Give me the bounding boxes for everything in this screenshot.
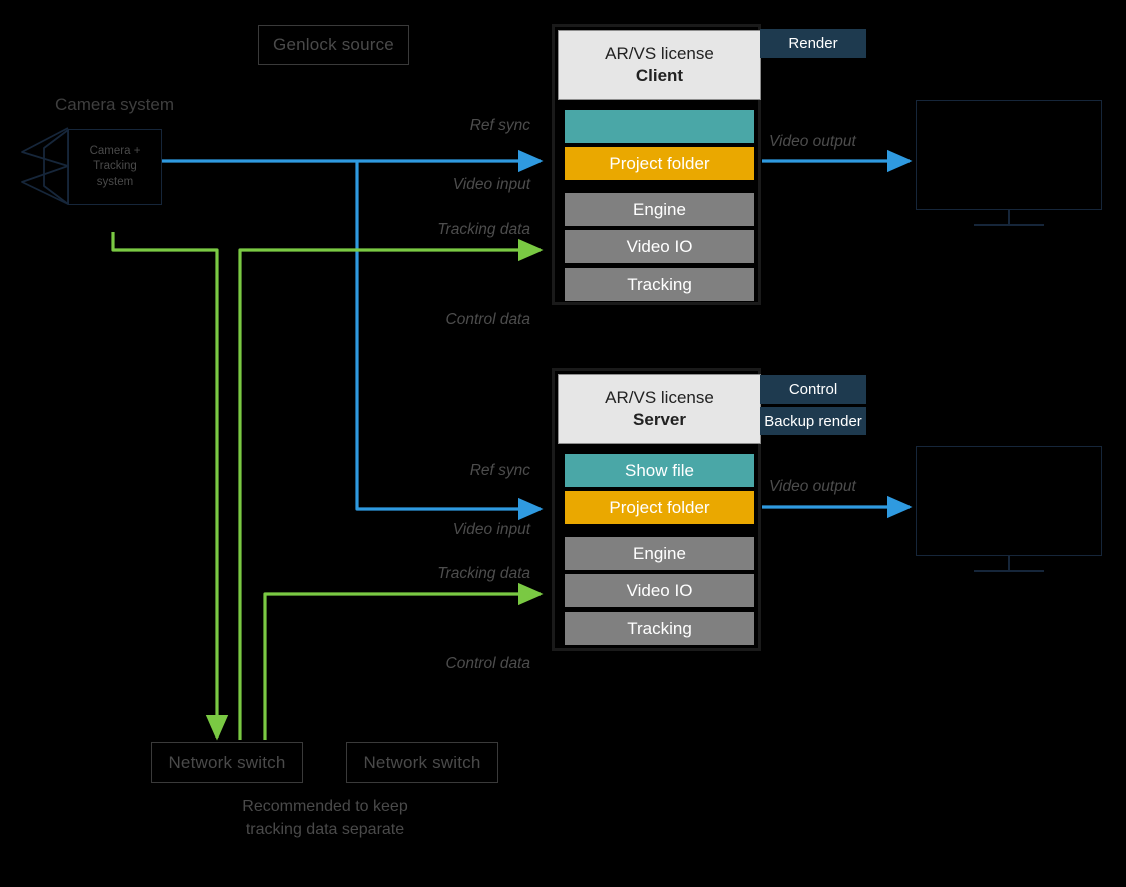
tracking-note: Recommended to keep tracking data separa… (190, 795, 460, 841)
label-server-tracking-data: Tracking data (437, 565, 530, 582)
client-monitor-stem (1008, 210, 1010, 226)
server-badge-control[interactable]: Control (760, 375, 866, 404)
server-row-video-io[interactable]: Video IO (565, 574, 754, 607)
client-unit: AR/VS license Client Project folder Engi… (552, 24, 761, 305)
genlock-source-box[interactable]: Genlock source (258, 25, 409, 65)
label-client-tracking-data: Tracking data (437, 221, 530, 238)
server-row-project-folder[interactable]: Project folder (565, 491, 754, 524)
server-row-tracking[interactable]: Tracking (565, 612, 754, 645)
camera-tracking-system-box: Camera + Tracking system (68, 129, 162, 205)
server-unit: AR/VS license Server Show file Project f… (552, 368, 761, 651)
label-server-control-data: Control data (445, 655, 530, 672)
label-client-video-input: Video input (452, 176, 530, 193)
client-header: AR/VS license Client (558, 30, 761, 100)
network-switch-control[interactable]: Network switch (346, 742, 498, 783)
label-server-video-output: Video output (769, 478, 856, 495)
server-header: AR/VS license Server (558, 374, 761, 444)
server-monitor-base (974, 570, 1044, 572)
wire-camera-branch-to-server-video (355, 161, 544, 521)
tracking-note-line1: Recommended to keep (242, 798, 408, 815)
server-row-show-file[interactable]: Show file (565, 454, 754, 487)
label-server-video-input: Video input (452, 521, 530, 538)
label-client-control-data: Control data (445, 311, 530, 328)
camera-lens-body-icon (43, 129, 69, 205)
server-header-line2: Server (633, 410, 686, 429)
client-row-project-folder[interactable]: Project folder (565, 147, 754, 180)
camera-label-line2: Tracking (93, 160, 137, 173)
server-header-line1: AR/VS license (605, 388, 714, 408)
server-monitor-screen (916, 446, 1102, 556)
server-badge-backup-render[interactable]: Backup render (760, 407, 866, 435)
network-switch-tracking[interactable]: Network switch (151, 742, 303, 783)
client-monitor-screen (916, 100, 1102, 210)
client-badge-render[interactable]: Render (760, 29, 866, 58)
client-row-tracking[interactable]: Tracking (565, 268, 754, 301)
camera-label-line3: system (96, 175, 134, 188)
server-monitor (916, 446, 1106, 574)
label-server-ref-sync: Ref sync (469, 462, 530, 479)
client-row-showfile[interactable] (565, 110, 754, 143)
client-header-line1: AR/VS license (605, 44, 714, 64)
camera-label-line1: Camera + (89, 144, 141, 157)
client-row-engine[interactable]: Engine (565, 193, 754, 226)
client-monitor-base (974, 224, 1044, 226)
label-client-ref-sync: Ref sync (469, 117, 530, 134)
server-monitor-stem (1008, 556, 1010, 572)
client-monitor (916, 100, 1106, 228)
server-row-engine[interactable]: Engine (565, 537, 754, 570)
client-header-line2: Client (635, 66, 684, 85)
camera-system-title: Camera system (55, 95, 175, 114)
client-row-video-io[interactable]: Video IO (565, 230, 754, 263)
tracking-note-line2: tracking data separate (245, 821, 405, 839)
label-client-video-output: Video output (769, 133, 856, 150)
wire-camera-tracking-to-switch (111, 232, 229, 741)
